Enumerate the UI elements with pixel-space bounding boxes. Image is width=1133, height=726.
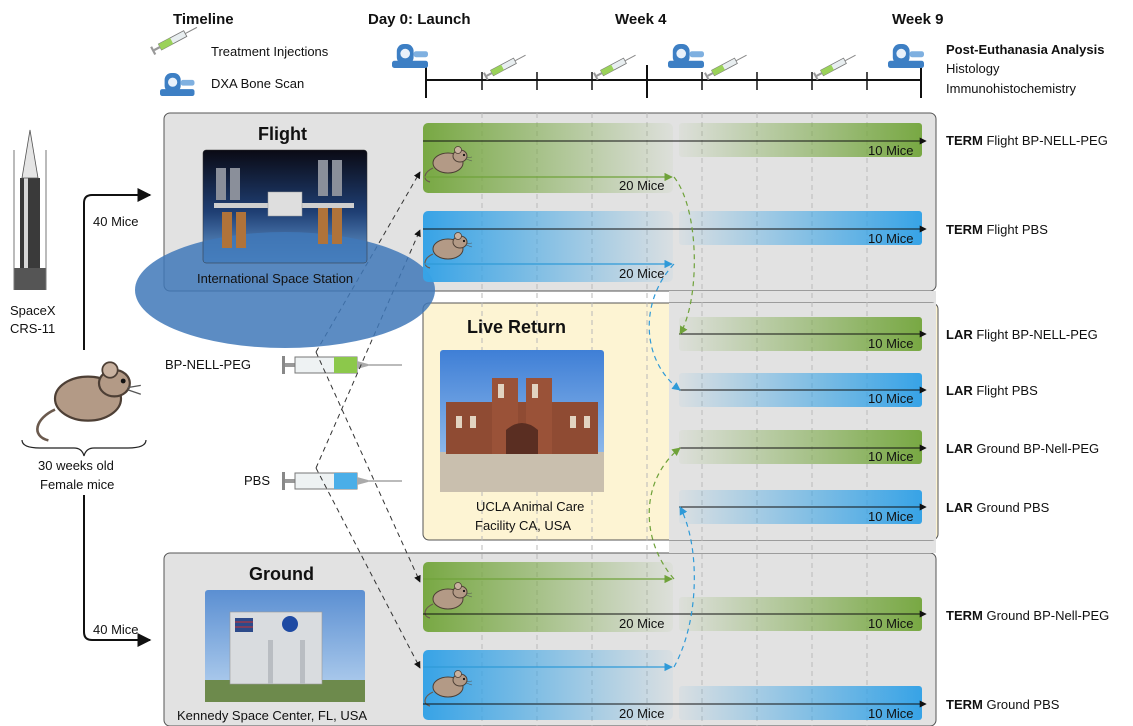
- analysis-ihc: Immunohistochemistry: [946, 81, 1077, 96]
- ground-allocation-arrow: [83, 495, 152, 647]
- ground-control-term-bar: [679, 686, 922, 720]
- ground-title: Ground: [249, 564, 314, 584]
- flight-drug-count: 20 Mice: [619, 178, 665, 193]
- outcome-term-flight-control: TERM Flight PBS: [946, 222, 1048, 237]
- outcome-term-ground-drug: TERM Ground BP-Nell-PEG: [946, 608, 1109, 623]
- injection-icon-4: [812, 51, 858, 81]
- control-label: PBS: [244, 473, 270, 488]
- falcon9-rocket: [13, 129, 47, 290]
- kennedy-photo: [205, 590, 365, 702]
- dxa-scan-icon-day0: [392, 44, 428, 68]
- cohort-age-label: 30 weeks old: [38, 458, 114, 473]
- flight-control-term-bar: [679, 211, 922, 245]
- flight-count-label: 40 Mice: [93, 214, 139, 229]
- lar-ground-drug-count: 10 Mice: [868, 449, 914, 464]
- analysis-histology: Histology: [946, 61, 1000, 76]
- ground-count-label: 40 Mice: [93, 622, 139, 637]
- week9-label: Week 9: [892, 11, 943, 28]
- flight-caption: International Space Station: [197, 271, 353, 286]
- lar-ground-control-count: 10 Mice: [868, 509, 914, 524]
- flight-control-count: 20 Mice: [619, 266, 665, 281]
- outcome-lar-flight-drug: LAR Flight BP-NELL-PEG: [946, 327, 1098, 342]
- cohort-sex-label: Female mice: [40, 477, 114, 492]
- outcome-labels: TERM Flight BP-NELL-PEG TERM Flight PBS …: [946, 133, 1109, 712]
- flight-drug-term-bar: [679, 123, 922, 157]
- launch-vehicle-line2: CRS-11: [10, 321, 55, 336]
- live-return-title: Live Return: [467, 317, 566, 337]
- ground-caption: Kennedy Space Center, FL, USA: [177, 708, 367, 723]
- outcome-lar-ground-control: LAR Ground PBS: [946, 500, 1050, 515]
- ground-control-count: 20 Mice: [619, 706, 665, 721]
- legend-injection-label: Treatment Injections: [211, 44, 329, 59]
- live-return-caption-line2: Facility CA, USA: [475, 518, 571, 533]
- iss-photo: [135, 149, 435, 348]
- injection-icon-2: [592, 51, 638, 81]
- flight-title: Flight: [258, 124, 307, 144]
- ground-drug-count: 20 Mice: [619, 616, 665, 631]
- injection-icon-1: [482, 51, 528, 81]
- drug-syringe-icon: [282, 356, 402, 374]
- timeline-title: Timeline: [173, 11, 234, 28]
- flight-allocation-arrow: [83, 188, 152, 350]
- lar-ground-drug-bar: [679, 430, 922, 464]
- outcome-lar-ground-drug: LAR Ground BP-Nell-PEG: [946, 441, 1099, 456]
- ground-control-term-count: 10 Mice: [868, 706, 914, 721]
- outcome-lar-flight-control: LAR Flight PBS: [946, 383, 1038, 398]
- dxa-scan-icon-week9: [888, 44, 924, 68]
- lar-flight-drug-count: 10 Mice: [868, 336, 914, 351]
- ucla-photo: [440, 350, 604, 492]
- legend-dxa-label: DXA Bone Scan: [211, 76, 304, 91]
- live-return-transfer-arrows: [648, 176, 695, 668]
- day0-label: Day 0: Launch: [368, 11, 471, 28]
- analysis-title: Post-Euthanasia Analysis: [946, 42, 1104, 57]
- flight-control-term-count: 10 Mice: [868, 231, 914, 246]
- dxa-scan-icon-week4: [668, 44, 704, 68]
- control-syringe-icon: [282, 472, 402, 490]
- syringe-icon: [149, 22, 200, 56]
- flight-drug-term-count: 10 Mice: [868, 143, 914, 158]
- source-mouse-icon: [36, 360, 143, 442]
- cohort-brace: [21, 439, 147, 457]
- outcome-term-ground-control: TERM Ground PBS: [946, 697, 1060, 712]
- drug-label: BP-NELL-PEG: [165, 357, 251, 372]
- injection-icon-3: [703, 51, 749, 81]
- lar-flight-control-count: 10 Mice: [868, 391, 914, 406]
- week4-label: Week 4: [615, 11, 667, 28]
- launch-vehicle-line1: SpaceX: [10, 303, 56, 318]
- ground-drug-term-count: 10 Mice: [868, 616, 914, 631]
- live-return-caption-line1: UCLA Animal Care: [476, 499, 584, 514]
- dxa-scanner-icon: [160, 73, 195, 96]
- timeline-header: Timeline Treatment Injections DXA Bone S…: [149, 11, 1104, 98]
- outcome-term-flight-drug: TERM Flight BP-NELL-PEG: [946, 133, 1108, 148]
